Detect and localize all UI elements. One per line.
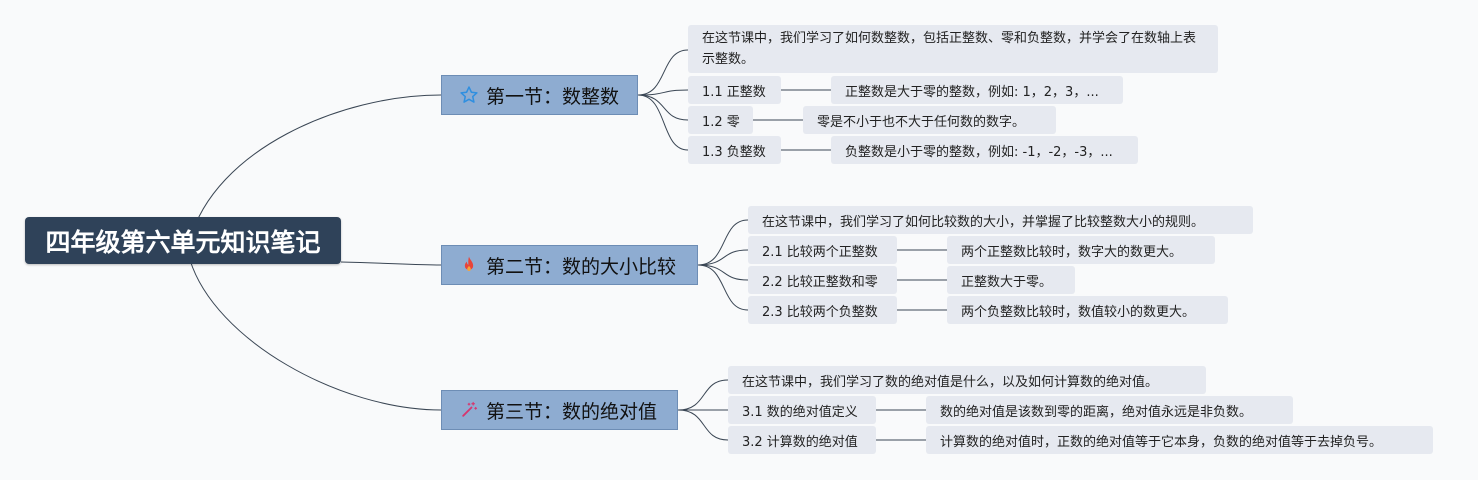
- section-2-topic-3-detail[interactable]: 两个负整数比较时，数值较小的数更大。: [947, 296, 1228, 324]
- section-3-topic[interactable]: 第三节：数的绝对值: [441, 390, 678, 430]
- section-3-topic-2-label[interactable]: 3.2 计算数的绝对值: [728, 426, 876, 454]
- section-2-topic-1-detail[interactable]: 两个正整数比较时，数字大的数更大。: [947, 236, 1215, 264]
- section-3-summary[interactable]: 在这节课中，我们学习了数的绝对值是什么，以及如何计算数的绝对值。: [728, 366, 1206, 394]
- section-3-title: 第三节：数的绝对值: [486, 400, 658, 423]
- section-2-topic-2-label[interactable]: 2.2 比较正整数和零: [748, 266, 897, 294]
- section-1-topic-2-detail[interactable]: 零是不小于也不大于任何数的数字。: [803, 106, 1056, 134]
- section-3-topic-2-detail[interactable]: 计算数的绝对值时，正数的绝对值等于它本身，负数的绝对值等于去掉负号。: [926, 426, 1433, 454]
- section-1-topic-1-detail[interactable]: 正整数是大于零的整数，例如: 1，2，3，...: [831, 76, 1123, 104]
- section-1-summary[interactable]: 在这节课中，我们学习了如何数整数，包括正整数、零和负整数，并学会了在数轴上表示整…: [688, 25, 1218, 73]
- section-2-topic-1-label[interactable]: 2.1 比较两个正整数: [748, 236, 897, 264]
- section-3-topic-1-label[interactable]: 3.1 数的绝对值定义: [728, 396, 876, 424]
- section-3-topic-1-detail[interactable]: 数的绝对值是该数到零的距离，绝对值永远是非负数。: [926, 396, 1293, 424]
- section-1-topic-3-detail[interactable]: 负整数是小于零的整数，例如: -1，-2，-3，...: [831, 136, 1138, 164]
- section-2-topic-3-label[interactable]: 2.3 比较两个负整数: [748, 296, 897, 324]
- fire-icon: [458, 254, 480, 276]
- section-1-topic-3-label[interactable]: 1.3 负整数: [688, 136, 781, 164]
- section-2-topic[interactable]: 第二节：数的大小比较: [441, 245, 698, 285]
- section-1-title: 第一节：数整数: [486, 85, 620, 108]
- section-2-summary[interactable]: 在这节课中，我们学习了如何比较数的大小，并掌握了比较整数大小的规则。: [748, 206, 1253, 234]
- section-1-topic-1-label[interactable]: 1.1 正整数: [688, 76, 781, 104]
- root-topic[interactable]: 四年级第六单元知识笔记: [25, 217, 341, 264]
- section-1-topic[interactable]: 第一节：数整数: [441, 75, 638, 115]
- section-2-title: 第二节：数的大小比较: [486, 255, 677, 278]
- star-icon: [458, 84, 480, 106]
- magic-wand-icon: [458, 399, 480, 421]
- section-1-topic-2-label[interactable]: 1.2 零: [688, 106, 753, 134]
- section-2-topic-2-detail[interactable]: 正整数大于零。: [947, 266, 1075, 294]
